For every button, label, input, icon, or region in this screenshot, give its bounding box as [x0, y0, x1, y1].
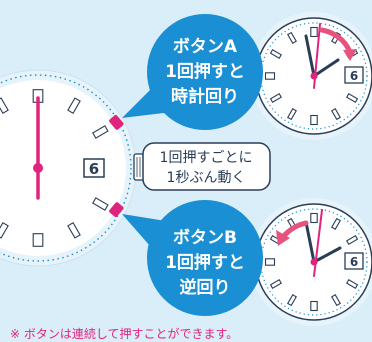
bottom-watch-hour-hand	[304, 220, 316, 264]
hour-marker	[310, 300, 318, 312]
top-watch-minute-hand	[312, 58, 340, 78]
hour-marker	[346, 93, 359, 103]
hour-marker	[67, 222, 81, 239]
curved-arrow-clockwise-icon	[319, 27, 353, 55]
button-a	[109, 115, 124, 130]
counterclockwise-arrowhead	[276, 230, 290, 246]
hour-marker	[346, 235, 359, 245]
bubble-button-b: ボタンB 1回押すと 逆回り	[122, 200, 263, 316]
hour-marker	[264, 258, 276, 266]
bubble-b-line3: 逆回り	[180, 277, 231, 298]
hour-marker	[331, 217, 341, 230]
main-watch: 6	[0, 69, 145, 267]
hour-marker	[0, 97, 9, 114]
hour-marker	[287, 31, 297, 44]
bottom-right-watch: 6	[250, 198, 372, 326]
top-watch-date-digit: 6	[350, 69, 358, 83]
hour-marker	[310, 114, 318, 126]
hour-marker	[0, 222, 9, 239]
clockwise-arrowhead	[343, 49, 357, 61]
main-watch-date-window	[83, 158, 105, 178]
hour-marker	[310, 26, 318, 38]
bubble-b-line2: 1回押すと	[165, 252, 245, 273]
bubble-a-line2: 1回押すと	[165, 61, 245, 82]
top-watch-hour-hand	[304, 34, 316, 78]
bottom-watch-date-digit: 6	[350, 255, 358, 269]
hour-marker	[269, 49, 282, 59]
center-label-line2: 1秒ぶん動く	[167, 170, 246, 186]
top-watch-date-window	[344, 66, 364, 84]
main-watch-date-digit: 6	[89, 160, 99, 178]
button-b	[109, 202, 124, 217]
hour-marker	[331, 108, 341, 121]
center-label-box: 1回押すごとに 1秒ぶん動く	[142, 142, 271, 191]
hour-marker	[92, 125, 109, 139]
hour-marker	[287, 294, 297, 307]
hour-marker	[67, 97, 81, 114]
hour-marker	[287, 108, 297, 121]
bubble-a-line3: 時計回り	[171, 86, 239, 107]
center-label-line1: 1回押すごとに	[160, 150, 253, 166]
bottom-watch-date-window	[344, 252, 364, 270]
bubble-b-line1: ボタンB	[173, 228, 237, 248]
hour-marker	[32, 233, 44, 247]
top-right-watch: 6	[250, 12, 372, 140]
main-watch-hand-pivot	[33, 163, 43, 173]
hour-marker	[92, 197, 109, 211]
hour-marker	[310, 212, 318, 224]
bubble-button-a: ボタンA 1回押すと 時計回り	[122, 14, 263, 130]
hour-marker	[264, 72, 276, 80]
bottom-watch-minute-hand	[312, 246, 342, 264]
hour-marker	[346, 279, 359, 289]
bubble-a-line1: ボタンA	[173, 37, 238, 57]
hour-marker	[331, 294, 341, 307]
main-watch-minute-track	[0, 74, 132, 262]
main-watch-hour-markers	[0, 89, 109, 247]
hour-marker	[269, 93, 282, 103]
hour-marker	[269, 279, 282, 289]
main-watch-face	[0, 80, 126, 256]
footnote: ※ ボタンは連続して押すことができます。	[10, 326, 238, 341]
